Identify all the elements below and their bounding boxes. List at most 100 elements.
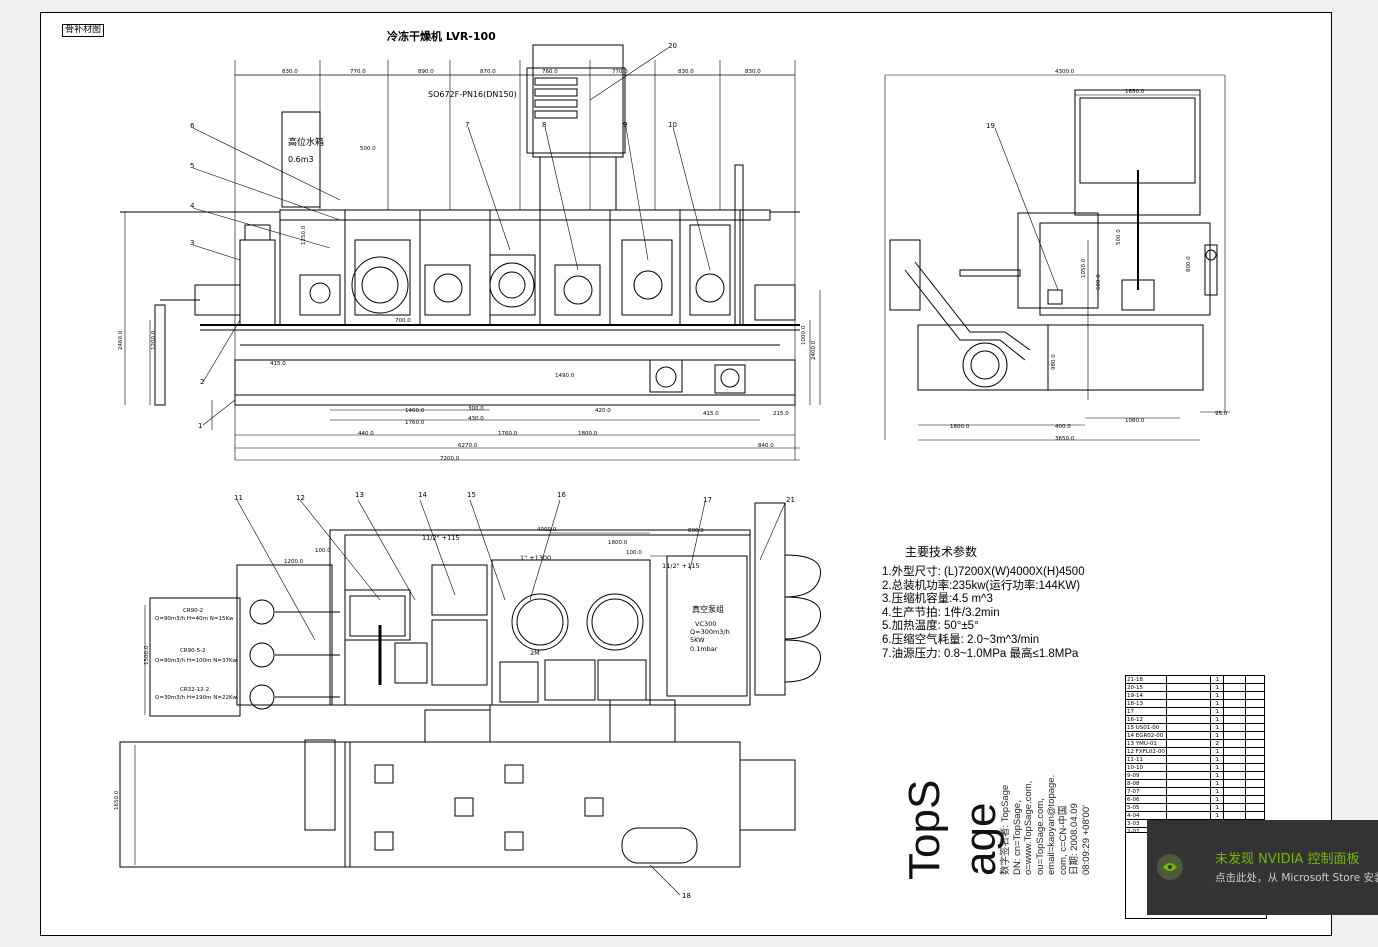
bom-cell: 6-06	[1125, 795, 1167, 804]
bom-cell	[1165, 795, 1211, 804]
dimension-text: 7200.0	[440, 456, 460, 462]
bom-cell	[1223, 755, 1246, 764]
pump-3-spec: Q=30m3/h H=190m N=22Kw	[155, 695, 238, 701]
dimension-text: 2460.0	[118, 330, 124, 350]
vacuum-pump-power: 5KW	[690, 636, 705, 644]
dimension-text: 415.0	[270, 361, 286, 367]
bom-cell	[1223, 715, 1246, 724]
bom-cell: 21-18	[1125, 675, 1167, 684]
dimension-text: 500.0	[1116, 229, 1122, 245]
spec-item: 2.总装机功率:235kw(运行功率:144KW)	[882, 579, 1081, 592]
bom-cell: 20-15	[1125, 683, 1167, 692]
valve-label: SO672F-PN16(DN150)	[428, 90, 517, 99]
bom-cell	[1223, 787, 1246, 796]
bom-cell	[1223, 779, 1246, 788]
spec-item: 6.压缩空气耗量: 2.0~3m^3/min	[882, 633, 1040, 646]
machine-label: 冷冻干燥机 LVR-100	[387, 29, 496, 43]
spec-item: 3.压缩机容量:4.5 m^3	[882, 593, 993, 606]
bom-cell	[1244, 675, 1266, 684]
tank-volume: 0.6m3	[288, 155, 314, 164]
dimension-text: 840.0	[758, 443, 774, 449]
vacuum-pump-model: VC300	[695, 620, 716, 628]
dimension-text: 500.0	[360, 146, 376, 152]
bom-row: 21-18 1	[1125, 675, 1266, 684]
pump-1-spec: Q=90m3/h H=40m N=15Kw	[155, 616, 234, 622]
dimension-text: 1200.0	[284, 559, 304, 565]
spec-list: 1.外型尺寸: (L)7200X(W)4000X(H)4500 2.总装机功率:…	[882, 566, 1085, 661]
callout-number: 10	[668, 121, 677, 129]
notification-title: 未发现 NVIDIA 控制面板	[1215, 852, 1360, 867]
bom-cell: 18-13	[1125, 699, 1167, 708]
brand-line-1: TopS	[900, 779, 949, 880]
bom-cell	[1244, 707, 1266, 716]
bom-cell	[1165, 771, 1211, 780]
pump-2-spec: Q=90m3/h H=100m N=37Kw	[155, 658, 238, 664]
spec-item: 5.加热温度: 50°±5°	[882, 620, 979, 633]
bom-cell	[1244, 747, 1266, 756]
vacuum-pump-flow: Q=300m3/h	[690, 628, 730, 636]
dimension-text: 4300.0	[1055, 69, 1075, 75]
callout-number: 16	[557, 491, 566, 499]
dimension-text: 420.0	[595, 408, 611, 414]
bom-cell: 9-09	[1125, 771, 1167, 780]
bom-cell	[1165, 731, 1211, 740]
side-dimension-group: 4300.01650.01050.0600.0500.0800.0980.016…	[950, 69, 1228, 442]
bom-cell: 1	[1209, 691, 1225, 700]
bom-cell	[1244, 683, 1266, 692]
dimension-text: 3650.0	[1055, 436, 1075, 442]
bom-cell	[1165, 723, 1211, 732]
dimension-text: 770.0	[350, 69, 366, 75]
bom-cell: 11-11	[1125, 755, 1167, 764]
bom-cell: 17	[1125, 707, 1167, 716]
dimension-text: 215.0	[773, 411, 789, 417]
callout-number: 14	[418, 491, 427, 499]
pump-2-model: CR90-5-2	[180, 648, 206, 654]
bom-cell: 4-04	[1125, 811, 1167, 820]
bom-cell	[1165, 683, 1211, 692]
bom-cell: 1	[1209, 771, 1225, 780]
spec-item: 7.油源压力: 0.8~1.0MPa 最高≤1.8MPa	[882, 647, 1079, 660]
dimension-text: 830.0	[745, 69, 761, 75]
signature-line: 日期: 2008.04.09	[1069, 803, 1080, 875]
bom-cell	[1165, 739, 1211, 748]
bom-cell	[1223, 795, 1246, 804]
callout-number: 7	[465, 121, 469, 129]
bom-cell: 1	[1209, 707, 1225, 716]
dimension-text: 870.0	[480, 69, 496, 75]
bom-cell: 1	[1209, 723, 1225, 732]
bom-cell	[1223, 731, 1246, 740]
bom-cell	[1223, 691, 1246, 700]
vacuum-pump-title: 真空泵组	[692, 604, 724, 614]
digital-signature: 数字签名者: TopSage DN: cn=TopSage, o=www.Top…	[1000, 775, 1092, 875]
bom-cell	[1244, 771, 1266, 780]
tank-plan-label: 2M	[530, 649, 540, 657]
dimension-text: 400.0	[1055, 424, 1071, 430]
signature-line: 08:09:29 +08'00'	[1080, 805, 1092, 875]
dimension-text: 1800.0	[608, 540, 628, 546]
bom-cell	[1244, 779, 1266, 788]
signature-line: com, c=CN-中国	[1057, 805, 1069, 875]
dimension-text: 770.0	[612, 69, 628, 75]
bom-cell	[1165, 763, 1211, 772]
callout-number: 18	[682, 892, 691, 900]
dimension-text: 1650.0	[1125, 89, 1145, 95]
dimension-text: 830.0	[678, 69, 694, 75]
bom-cell: 2	[1209, 739, 1225, 748]
bom-cell: 1	[1209, 675, 1225, 684]
dimension-text: 415.0	[703, 411, 719, 417]
nvidia-notification[interactable]: 未发现 NVIDIA 控制面板 点击此处，从 Microsoft Store 安…	[1147, 820, 1378, 915]
bom-row: 9-09 1	[1125, 771, 1266, 780]
dimension-text: 830.0	[282, 69, 298, 75]
